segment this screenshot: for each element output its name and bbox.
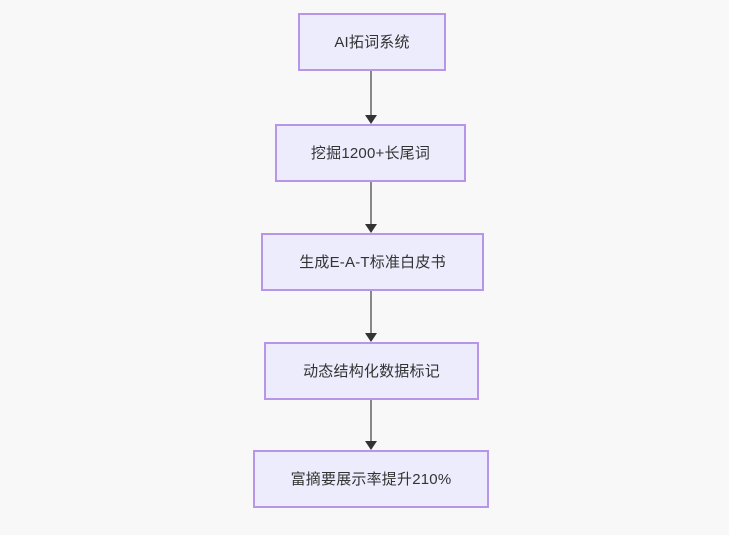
node-label: 富摘要展示率提升210% <box>290 470 452 488</box>
edge-node4-to-node5 <box>365 400 377 450</box>
edge-node1-to-node2 <box>365 71 377 124</box>
node-label: 挖掘1200+长尾词 <box>310 144 431 162</box>
node-label: AI拓词系统 <box>334 33 410 51</box>
arrowhead-icon <box>365 224 377 233</box>
flowchart-node-rich-snippet-rate-increase[interactable]: 富摘要展示率提升210% <box>253 450 489 508</box>
arrowhead-icon <box>365 441 377 450</box>
flowchart-node-generate-eat-whitepaper[interactable]: 生成E-A-T标准白皮书 <box>261 233 484 291</box>
flowchart-node-ai-keyword-system[interactable]: AI拓词系统 <box>298 13 446 71</box>
edge-node2-to-node3 <box>365 182 377 233</box>
flowchart-node-mine-longtail-keywords[interactable]: 挖掘1200+长尾词 <box>275 124 466 182</box>
edge-node3-to-node4 <box>365 291 377 342</box>
node-label: 动态结构化数据标记 <box>303 362 440 380</box>
flowchart-node-dynamic-structured-data-markup[interactable]: 动态结构化数据标记 <box>264 342 479 400</box>
arrowhead-icon <box>365 115 377 124</box>
arrowhead-icon <box>365 333 377 342</box>
node-label: 生成E-A-T标准白皮书 <box>299 253 446 271</box>
